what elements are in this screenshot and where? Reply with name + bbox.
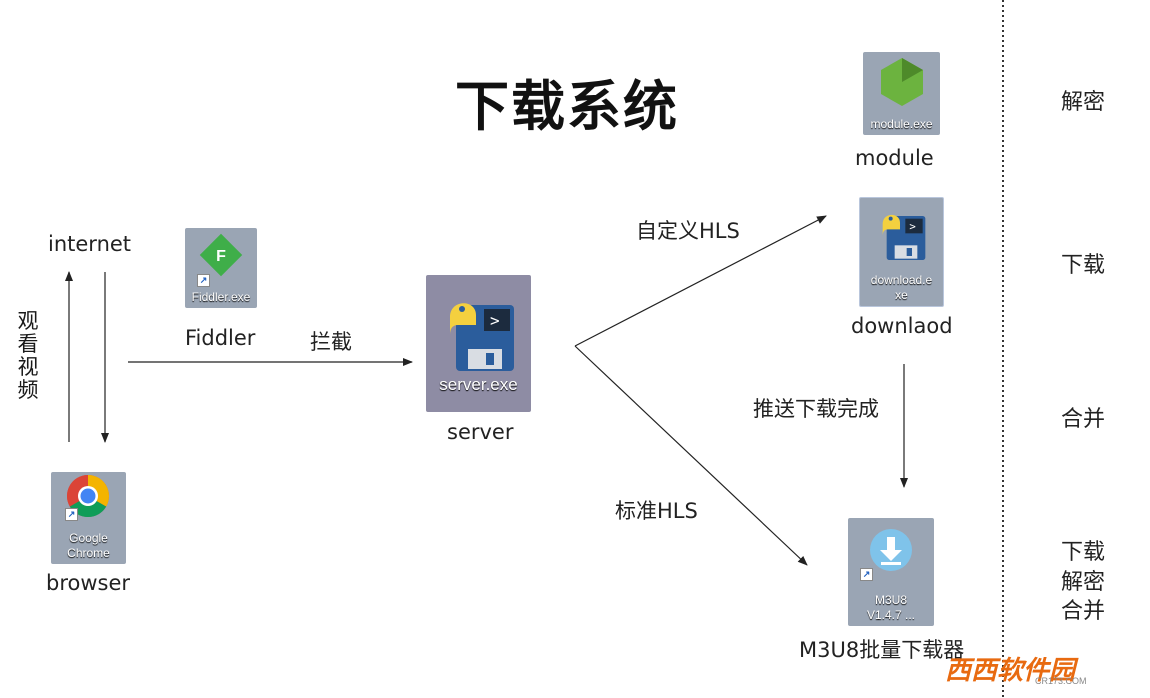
- svg-text:F: F: [216, 248, 226, 265]
- svg-text:>: >: [909, 220, 915, 233]
- chrome-icon-caption: Google Chrome: [67, 531, 110, 560]
- python-floppy-icon: >: [874, 204, 930, 264]
- arrow-server-to-m3u8: [574, 345, 808, 566]
- m3u8-shortcut[interactable]: ↗ M3U8 V1.4.7 ...: [848, 518, 934, 626]
- server-label: server: [447, 420, 514, 444]
- module-label: module: [855, 146, 934, 170]
- shortcut-arrow-icon: ↗: [65, 508, 78, 521]
- watermark-sub: CR173.COM: [1035, 676, 1087, 686]
- fiddler-label: Fiddler: [185, 326, 256, 350]
- custom-hls-label: 自定义HLS: [636, 219, 740, 243]
- nodejs-hexagon-icon: [878, 56, 926, 108]
- shortcut-arrow-icon: ↗: [197, 274, 210, 287]
- chrome-shortcut[interactable]: ↗ Google Chrome: [51, 472, 126, 564]
- side-label-combo-download: 下载: [1061, 540, 1106, 565]
- download-label: downlaod: [851, 314, 953, 338]
- watermark-logo: 西西软件园: [945, 656, 1076, 686]
- python-floppy-icon: >: [440, 287, 518, 377]
- download-arrow-icon: [869, 528, 913, 572]
- server-shortcut[interactable]: > server.exe: [426, 275, 531, 412]
- watch-video-label: 观看视频: [17, 309, 39, 402]
- download-shortcut[interactable]: > download.e xe: [859, 197, 944, 307]
- download-icon-caption: download.e xe: [870, 273, 933, 302]
- standard-hls-label: 标准HLS: [615, 499, 698, 523]
- internet-label: internet: [48, 232, 132, 256]
- module-icon-caption: module.exe: [870, 117, 933, 131]
- side-label-merge: 合并: [1061, 407, 1106, 432]
- m3u8-icon-caption: M3U8 V1.4.7 ...: [866, 593, 916, 622]
- push-done-label: 推送下载完成: [753, 397, 879, 421]
- fiddler-shortcut[interactable]: F ↗ Fiddler.exe: [185, 228, 257, 308]
- side-label-decrypt: 解密: [1061, 90, 1106, 115]
- chrome-icon: [66, 474, 110, 518]
- shortcut-arrow-icon: ↗: [860, 568, 873, 581]
- side-label-download: 下载: [1061, 253, 1106, 278]
- side-label-combo-merge: 合并: [1061, 599, 1106, 624]
- module-shortcut[interactable]: module.exe: [863, 52, 940, 135]
- side-label-combo-decrypt: 解密: [1061, 570, 1106, 595]
- svg-text:>: >: [490, 311, 500, 330]
- arrow-server-to-download: [574, 215, 827, 347]
- m3u8-label: M3U8批量下载器: [799, 638, 965, 662]
- intercept-label: 拦截: [310, 330, 352, 354]
- page-title: 下载系统: [455, 75, 679, 138]
- fiddler-icon-caption: Fiddler.exe: [191, 290, 251, 304]
- browser-label: browser: [46, 571, 131, 595]
- server-icon-caption: server.exe: [439, 375, 518, 394]
- fiddler-icon: F: [199, 233, 243, 277]
